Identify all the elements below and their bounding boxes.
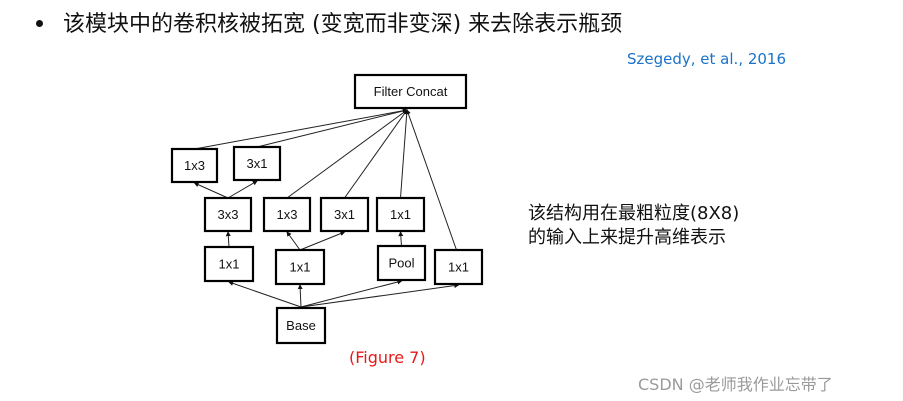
bullet-dot-icon bbox=[36, 19, 43, 27]
edge-base-to-b3_pool bbox=[300, 279, 403, 308]
node-b1_1x1: 1x1 bbox=[203, 245, 255, 283]
bullet-text: 该模块中的卷积核被拓宽 (变宽而非变深) 来去除表示瓶颈 bbox=[63, 12, 623, 37]
node-label: 1x3 bbox=[277, 207, 298, 222]
bullet-item: 该模块中的卷积核被拓宽 (变宽而非变深) 来去除表示瓶颈 bbox=[36, 6, 622, 38]
node-box bbox=[275, 306, 327, 345]
node-box bbox=[319, 196, 370, 233]
node-b1_1x3: 1x3 bbox=[170, 147, 219, 184]
edge-b2_1x3-to-concat bbox=[286, 109, 408, 199]
edge-b2_3x1-to-concat bbox=[344, 109, 408, 199]
node-box bbox=[353, 73, 468, 110]
edge-b1_3x3-to-b1_3x1 bbox=[227, 180, 258, 199]
node-b2_1x1: 1x1 bbox=[274, 248, 326, 286]
side-note-line-2: 的输入上来提升高维表示 bbox=[528, 227, 726, 248]
node-b2_3x1: 3x1 bbox=[319, 196, 370, 233]
node-base: Base bbox=[275, 306, 327, 345]
edge-b3_1x1-to-concat bbox=[400, 109, 410, 199]
node-label: 1x1 bbox=[290, 260, 311, 275]
node-label: Base bbox=[286, 318, 316, 333]
citation: Szegedy, et al., 2016 bbox=[627, 50, 787, 68]
node-label: 1x1 bbox=[219, 257, 240, 272]
side-note: 该结构用在最粗粒度(8X8) 的输入上来提升高维表示 bbox=[528, 202, 739, 250]
node-concat: Filter Concat bbox=[353, 73, 468, 110]
node-label: 1x1 bbox=[448, 260, 469, 275]
edge-b2_1x1-to-b2_3x1 bbox=[299, 231, 346, 251]
node-box bbox=[376, 244, 427, 282]
edge-b1_3x3-to-b1_1x3 bbox=[193, 182, 229, 199]
node-box bbox=[433, 248, 484, 286]
node-box bbox=[203, 196, 253, 233]
node-box bbox=[203, 245, 255, 283]
edge-b4_1x1-to-concat bbox=[406, 109, 457, 251]
node-label: 3x1 bbox=[247, 156, 268, 171]
edges-layer bbox=[193, 108, 460, 308]
edge-b1_3x1-to-concat bbox=[256, 108, 408, 148]
node-label: Pool bbox=[388, 256, 414, 271]
edge-base-to-b1_1x1 bbox=[228, 281, 302, 308]
figure-caption: (Figure 7) bbox=[349, 348, 426, 367]
edge-base-to-b4_1x1 bbox=[300, 283, 460, 308]
node-label: 1x3 bbox=[184, 158, 205, 173]
node-box bbox=[232, 145, 282, 182]
node-b1_3x1: 3x1 bbox=[232, 145, 282, 182]
node-label: 3x1 bbox=[334, 207, 355, 222]
node-box bbox=[274, 248, 326, 286]
node-box bbox=[375, 196, 426, 233]
side-note-line-1: 该结构用在最粗粒度(8X8) bbox=[528, 203, 740, 224]
watermark: CSDN @老师我作业忘带了 bbox=[638, 375, 833, 394]
node-b3_1x1: 1x1 bbox=[375, 196, 426, 233]
node-b2_1x3: 1x3 bbox=[262, 196, 312, 233]
edge-base-to-b2_1x1 bbox=[297, 284, 303, 308]
node-box bbox=[262, 196, 312, 233]
node-label: 3x3 bbox=[218, 207, 239, 222]
edge-b1_1x3-to-concat bbox=[194, 108, 408, 150]
node-label: Filter Concat bbox=[374, 84, 448, 99]
node-b4_1x1: 1x1 bbox=[433, 248, 484, 286]
node-b3_pool: Pool bbox=[376, 244, 427, 282]
edge-b2_1x1-to-b2_1x3 bbox=[286, 231, 301, 251]
node-b1_3x3: 3x3 bbox=[203, 196, 253, 233]
node-box bbox=[170, 147, 219, 184]
edge-b1_1x1-to-b1_3x3 bbox=[225, 231, 231, 248]
node-label: 1x1 bbox=[390, 207, 411, 222]
edge-b3_pool-to-b3_1x1 bbox=[398, 231, 404, 247]
